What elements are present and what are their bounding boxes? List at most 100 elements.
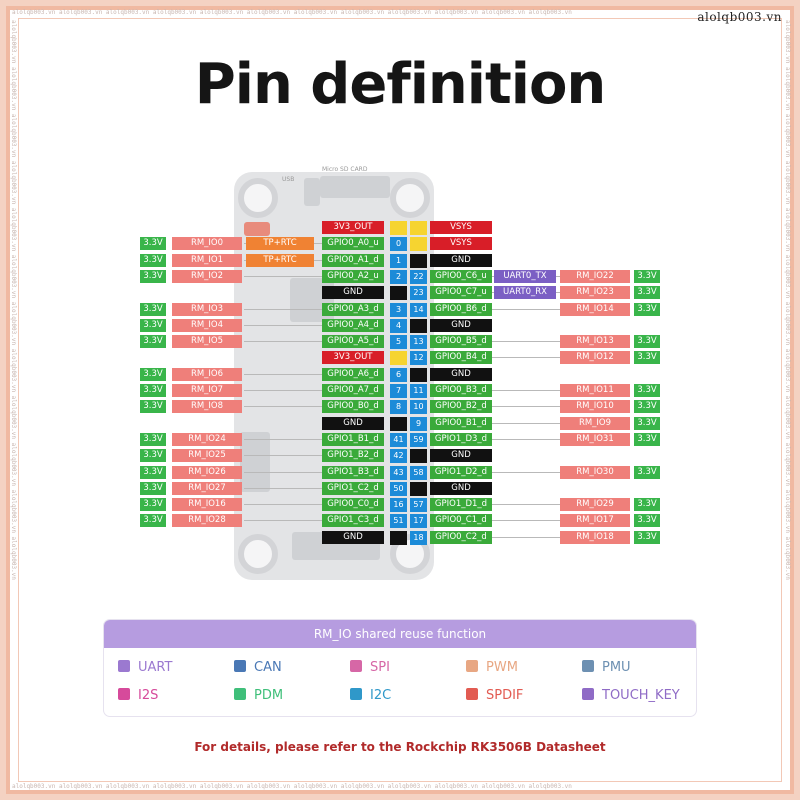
micro-sd-slot — [320, 176, 390, 198]
right-pin-number — [410, 368, 427, 382]
left-pin-number: 6 — [390, 368, 407, 382]
left-pin-number: 4 — [390, 319, 407, 333]
voltage-label: 3.3V — [140, 270, 166, 283]
right-pin-number: 22 — [410, 270, 427, 284]
right-pin-number — [410, 319, 427, 333]
right-pin-number — [410, 237, 427, 251]
leader-line — [244, 455, 322, 456]
voltage-label: 3.3V — [140, 254, 166, 267]
left-pin-label: GPIO0_A7_d — [322, 384, 384, 397]
left-pin-label: GPIO1_C2_d — [322, 482, 384, 495]
voltage-label: 3.3V — [140, 368, 166, 381]
legend-item: I2C — [350, 688, 391, 703]
voltage-label: 3.3V — [634, 417, 660, 430]
rm-io-label: RM_IO9 — [560, 417, 630, 430]
leader-line — [244, 374, 322, 375]
leader-line — [244, 439, 322, 440]
leader-line — [492, 504, 560, 505]
legend-swatch — [118, 688, 130, 700]
voltage-label: 3.3V — [140, 303, 166, 316]
right-pin-label: GPIO0_B2_d — [430, 400, 492, 413]
uart-label: UART0_TX — [494, 270, 556, 283]
left-pin-number: 7 — [390, 384, 407, 398]
leader-line — [492, 472, 560, 473]
legend-label: SPI — [370, 660, 390, 675]
left-pin-label: GND — [322, 531, 384, 544]
left-pin-label: GPIO1_B2_d — [322, 449, 384, 462]
leader-line — [492, 309, 560, 310]
voltage-label: 3.3V — [140, 400, 166, 413]
legend-item: PMU — [582, 660, 631, 675]
legend-label: SPDIF — [486, 688, 524, 703]
left-pin-label: GPIO0_A6_d — [322, 368, 384, 381]
rm-io-label: RM_IO7 — [172, 384, 242, 397]
leader-line — [492, 423, 560, 424]
rm-io-label: RM_IO29 — [560, 498, 630, 511]
right-pin-label: GND — [430, 449, 492, 462]
legend-item: CAN — [234, 660, 282, 675]
rm-io-label: RM_IO18 — [560, 531, 630, 544]
right-pin-number: 13 — [410, 335, 427, 349]
leader-line — [492, 341, 560, 342]
leader-line — [244, 472, 322, 473]
voltage-label: 3.3V — [634, 531, 660, 544]
legend-swatch — [350, 660, 362, 672]
voltage-label: 3.3V — [140, 514, 166, 527]
legend-item: I2S — [118, 688, 158, 703]
right-pin-number: 57 — [410, 498, 427, 512]
left-pin-label: GPIO0_C0_d — [322, 498, 384, 511]
right-pin-label: GND — [430, 254, 492, 267]
watermark: alolqb003.vn — [697, 10, 782, 24]
right-pin-label: GPIO1_D1_d — [430, 498, 492, 511]
rm-io-label: RM_IO26 — [172, 466, 242, 479]
rm-io-label: RM_IO30 — [560, 466, 630, 479]
left-pin-number: 0 — [390, 237, 407, 251]
rm-io-label: RM_IO12 — [560, 351, 630, 364]
rm-io-label: RM_IO27 — [172, 482, 242, 495]
voltage-label: 3.3V — [140, 482, 166, 495]
right-pin-number: 59 — [410, 433, 427, 447]
left-pin-number — [390, 221, 407, 235]
left-pin-label: GPIO1_B3_d — [322, 466, 384, 479]
voltage-label: 3.3V — [634, 351, 660, 364]
left-pin-number — [390, 286, 407, 300]
leader-line — [492, 390, 560, 391]
voltage-label: 3.3V — [634, 270, 660, 283]
legend-item: UART — [118, 660, 172, 675]
leader-line — [244, 520, 322, 521]
voltage-label: 3.3V — [140, 433, 166, 446]
left-pin-number: 3 — [390, 303, 407, 317]
left-pin-number: 41 — [390, 433, 407, 447]
voltage-label: 3.3V — [634, 384, 660, 397]
voltage-label: 3.3V — [634, 466, 660, 479]
voltage-label: 3.3V — [140, 319, 166, 332]
tp-rtc-label: TP+RTC — [246, 254, 314, 267]
left-pin-number: 1 — [390, 254, 407, 268]
left-pin-number — [390, 531, 407, 545]
right-pin-number — [410, 254, 427, 268]
left-pin-number: 42 — [390, 449, 407, 463]
right-pin-number — [410, 221, 427, 235]
voltage-label: 3.3V — [634, 433, 660, 446]
leader-line — [244, 341, 322, 342]
legend-item: PWM — [466, 660, 518, 675]
rm-io-label: RM_IO13 — [560, 335, 630, 348]
right-pin-label: GPIO1_D2_d — [430, 466, 492, 479]
right-pin-label: GPIO0_B6_d — [430, 303, 492, 316]
leader-line — [492, 520, 560, 521]
legend-label: CAN — [254, 660, 282, 675]
left-pin-number: 8 — [390, 400, 407, 414]
legend-label: PWM — [486, 660, 518, 675]
right-pin-number: 11 — [410, 384, 427, 398]
voltage-label: 3.3V — [634, 498, 660, 511]
legend-swatch — [582, 660, 594, 672]
leader-line — [244, 276, 322, 277]
left-pin-number — [390, 417, 407, 431]
rm-io-label: RM_IO3 — [172, 303, 242, 316]
legend-swatch — [466, 688, 478, 700]
legend-label: PDM — [254, 688, 284, 703]
micro-sd-label: Micro SD CARD — [322, 166, 368, 173]
rm-io-label: RM_IO14 — [560, 303, 630, 316]
rm-io-label: RM_IO5 — [172, 335, 242, 348]
legend-swatch — [350, 688, 362, 700]
